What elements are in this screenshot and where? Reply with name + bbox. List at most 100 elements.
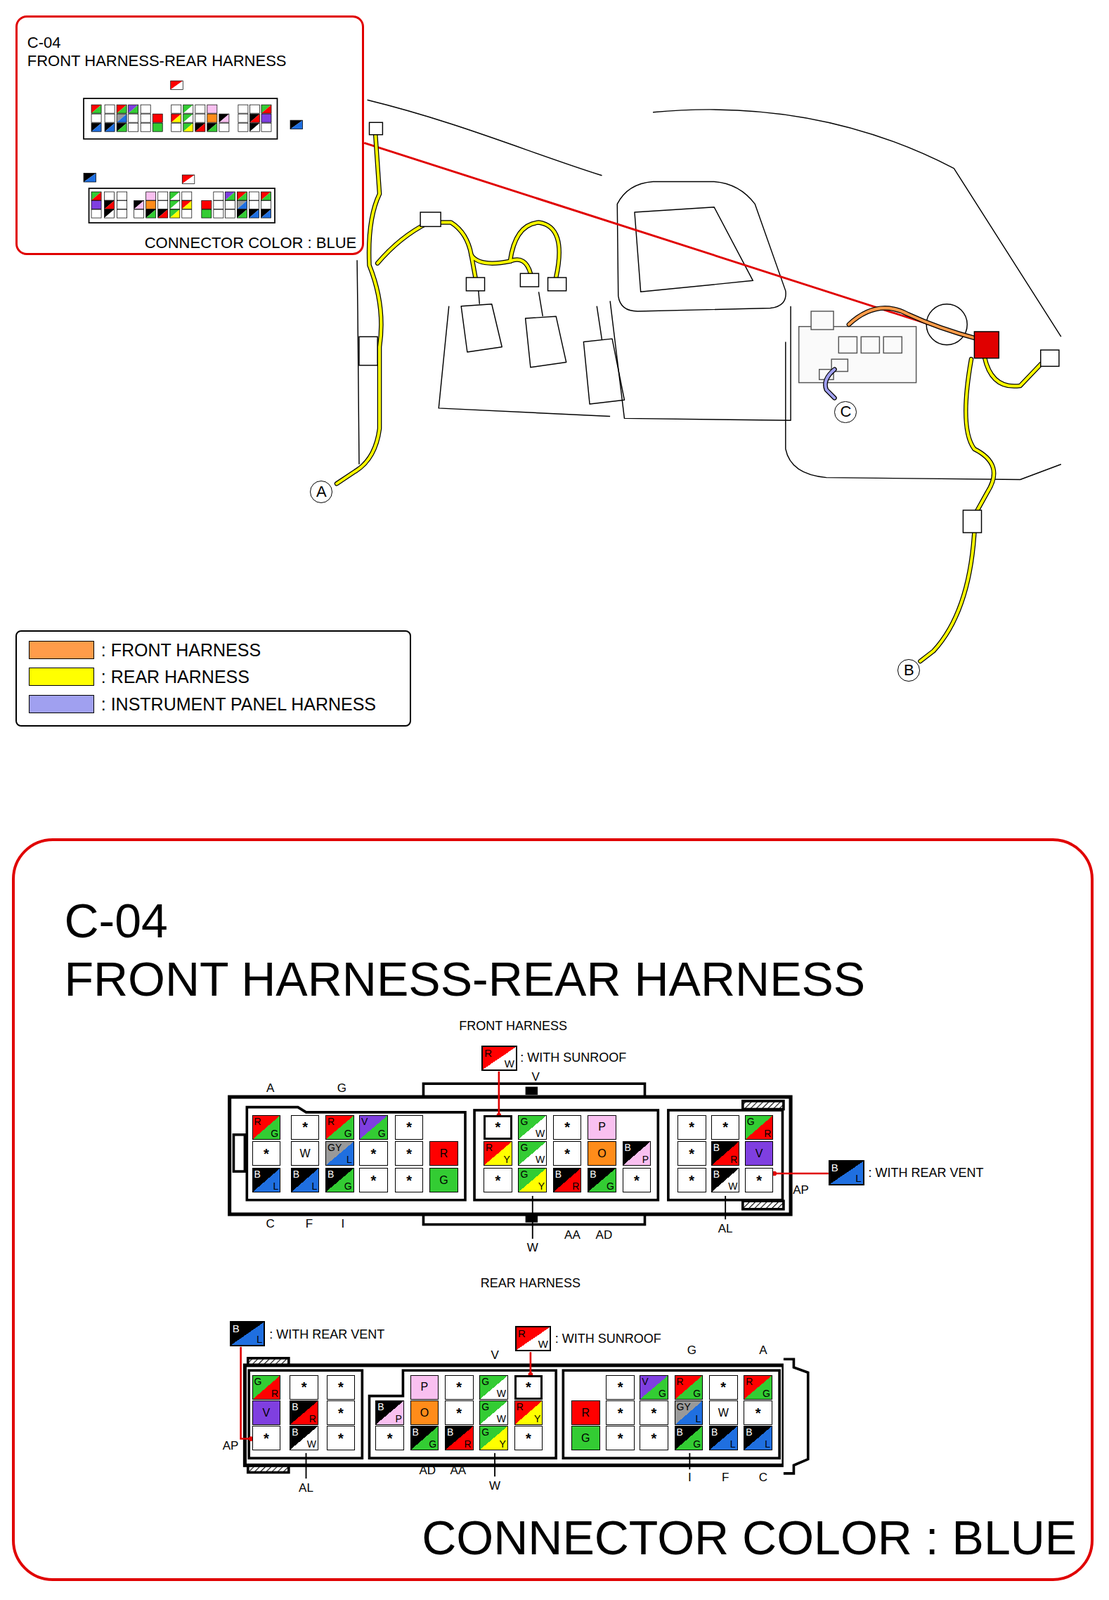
mini-pin-frame (260, 191, 271, 201)
mini-pin-frame (128, 113, 139, 123)
mini-pin-frame (213, 200, 224, 210)
harness-outline (336, 134, 1043, 662)
mini-pin-frame (83, 172, 97, 183)
pin-color-code: P (395, 1414, 402, 1424)
pin-color-code: W (496, 1414, 507, 1424)
mini-pin (207, 113, 218, 123)
unused-pin-mark: * (688, 1146, 695, 1162)
legend-text: : REAR HARNESS (101, 668, 250, 686)
mini-pin-part (83, 172, 97, 183)
mini-pin-frame (213, 191, 224, 201)
illustration-part (562, 1370, 780, 1459)
mini-pin-part (91, 122, 102, 132)
mini-pin-frame (140, 104, 151, 114)
pin-color-code: G (439, 1175, 448, 1187)
pin-color-code: L (312, 1181, 318, 1192)
mini-pin (146, 191, 157, 201)
unused-pin-mark: * (370, 1173, 376, 1188)
pin-cell: * (444, 1375, 474, 1400)
mini-pin-part (170, 191, 180, 201)
illustration-part (494, 1453, 496, 1477)
pin-color-code: R (676, 1376, 684, 1387)
mini-pin-part (170, 200, 180, 210)
pin-cell: GW (479, 1400, 509, 1426)
mini-pin-frame (91, 113, 102, 123)
leader-dot (248, 1113, 777, 1442)
mini-pin-frame (260, 209, 271, 218)
illustration-part (248, 1465, 289, 1473)
illustration-part (860, 336, 880, 353)
unused-pin-mark: * (564, 1146, 570, 1162)
pin-color-code: R (485, 1142, 493, 1153)
mini-pin (261, 104, 272, 114)
pin-color-code: R (439, 1148, 449, 1160)
mini-pin-frame (104, 191, 115, 201)
mini-pin-frame (128, 122, 139, 132)
mini-pin (261, 122, 272, 132)
mini-pin-part (146, 209, 157, 218)
mini-pin (224, 191, 235, 201)
pin-cell: GW (479, 1375, 509, 1400)
pin-color-code: V (755, 1148, 764, 1160)
pin-cell: RG (252, 1115, 282, 1140)
pin-cell: * (605, 1400, 635, 1426)
mini-pin-part (116, 113, 127, 123)
legend-swatch (28, 695, 95, 714)
mini-pin-frame (207, 122, 218, 132)
illustration-part (229, 1097, 791, 1215)
mini-pin-frame (224, 191, 235, 201)
pin-cell: RY (514, 1400, 544, 1426)
pin-color-code: W (307, 1439, 317, 1450)
illustration-part (775, 1172, 828, 1176)
pin-color-code: O (597, 1148, 606, 1160)
illustration-part (369, 1370, 557, 1459)
illustration-part (461, 304, 502, 353)
mini-pin-frame (182, 191, 192, 201)
unused-pin-mark: * (370, 1146, 376, 1162)
wire-letter: I (340, 1217, 345, 1230)
mini-pin (224, 209, 235, 218)
wire-letter: A (266, 1081, 275, 1094)
mini-pin (128, 113, 139, 123)
caption-label: : WITH REAR VENT (269, 1328, 385, 1341)
mini-pin-part (195, 122, 206, 132)
pin-color-code: B (377, 1402, 384, 1412)
mini-pin (207, 122, 218, 132)
dashboard-outline (357, 99, 1062, 480)
mini-pin (249, 104, 260, 114)
pin-cell: * (326, 1425, 356, 1451)
pin-color-code: G (344, 1128, 353, 1139)
illustration-part (919, 532, 975, 662)
mini-pin (195, 104, 206, 114)
wire-letter: V (490, 1348, 499, 1361)
wire-letter: C (266, 1217, 275, 1230)
front-harness (848, 307, 978, 339)
wire-color-swatch: BL (229, 1321, 266, 1347)
pin-cell: GY (517, 1168, 547, 1193)
mini-pin-part (219, 113, 230, 123)
mini-pin (182, 200, 192, 210)
mini-pin (182, 209, 192, 218)
illustration-part (369, 122, 384, 135)
mini-pin-frame (104, 113, 115, 123)
unused-pin-mark: * (338, 1406, 344, 1421)
pin-cell: * (553, 1141, 582, 1166)
pin-color-code: Y (534, 1414, 541, 1424)
illustration-part (848, 307, 978, 339)
unused-pin-mark: * (263, 1431, 270, 1446)
mini-pin-part (171, 113, 182, 123)
mini-pin-frame (152, 122, 163, 132)
mini-pin-part (134, 200, 145, 210)
mini-pin-part (158, 209, 168, 218)
pin-color-code: B (254, 1169, 261, 1180)
mini-pin (238, 113, 249, 123)
mini-pin-part (224, 191, 235, 201)
illustration-part (498, 1071, 501, 1115)
front-connector-body (229, 1083, 791, 1225)
unused-pin-mark: * (263, 1146, 270, 1162)
pin-color-code: Y (499, 1439, 507, 1450)
mini-pin (170, 209, 180, 218)
pin-color-code: O (420, 1407, 429, 1419)
mini-pin (170, 191, 180, 201)
wire-letter: AL (298, 1481, 314, 1494)
